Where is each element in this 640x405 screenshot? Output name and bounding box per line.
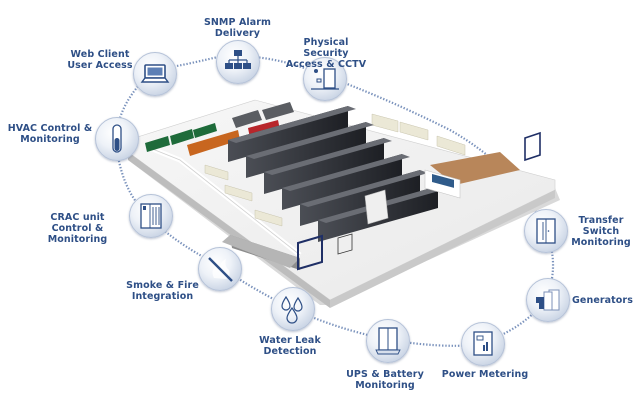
generator-icon [536,289,560,311]
server-rack-row [300,170,420,226]
server-rack-row [228,106,348,162]
door-icon [311,68,339,90]
label-physical-security: Physical Security Access & CCTV [285,37,367,70]
label-web-client: Web Client User Access [67,49,133,71]
label-water-leak: Water Leak Detection [259,335,321,357]
node-crac[interactable] [129,194,173,238]
laptop-icon [140,64,170,83]
server-rack-top [228,106,356,143]
water-drops-icon [281,295,303,324]
label-ups: UPS & Battery Monitoring [346,369,424,391]
label-snmp: SNMP Alarm Delivery [203,17,272,39]
node-ups[interactable] [366,319,410,363]
server-rack-top [300,170,428,207]
server-rack-row [264,138,384,194]
label-hvac: HVAC Control & Monitoring [7,123,93,145]
server-rack-top [246,122,374,159]
no-fire-icon [208,257,233,282]
server-rack-top [282,154,410,191]
label-smoke-fire: Smoke & Fire Integration [126,280,199,302]
server-rack-top [264,138,392,175]
node-web-client[interactable] [133,52,177,96]
ups-cabinet-icon [375,327,401,355]
node-generators[interactable] [526,278,570,322]
node-smoke-fire[interactable] [198,247,242,291]
label-crac: CRAC unit Control & Monitoring [47,212,108,245]
label-transfer-switch: Transfer Switch Monitoring [571,215,631,248]
thermometer-icon [112,124,122,153]
node-water-leak[interactable] [271,287,315,331]
data-center-floorplan [127,99,560,308]
server-rack-row [282,154,402,210]
node-transfer-switch[interactable] [524,209,568,253]
power-meter-icon [473,331,493,356]
node-snmp[interactable] [216,40,260,84]
transfer-switch-icon [536,218,556,244]
label-power-metering: Power Metering [441,369,529,380]
server-rack-row [246,122,366,178]
node-physical-security[interactable] [303,57,347,101]
label-generators: Generators [572,295,633,306]
crac-cabinet-icon [140,203,162,229]
network-icon [225,50,251,69]
node-hvac[interactable] [95,117,139,161]
node-power-metering[interactable] [461,322,505,366]
